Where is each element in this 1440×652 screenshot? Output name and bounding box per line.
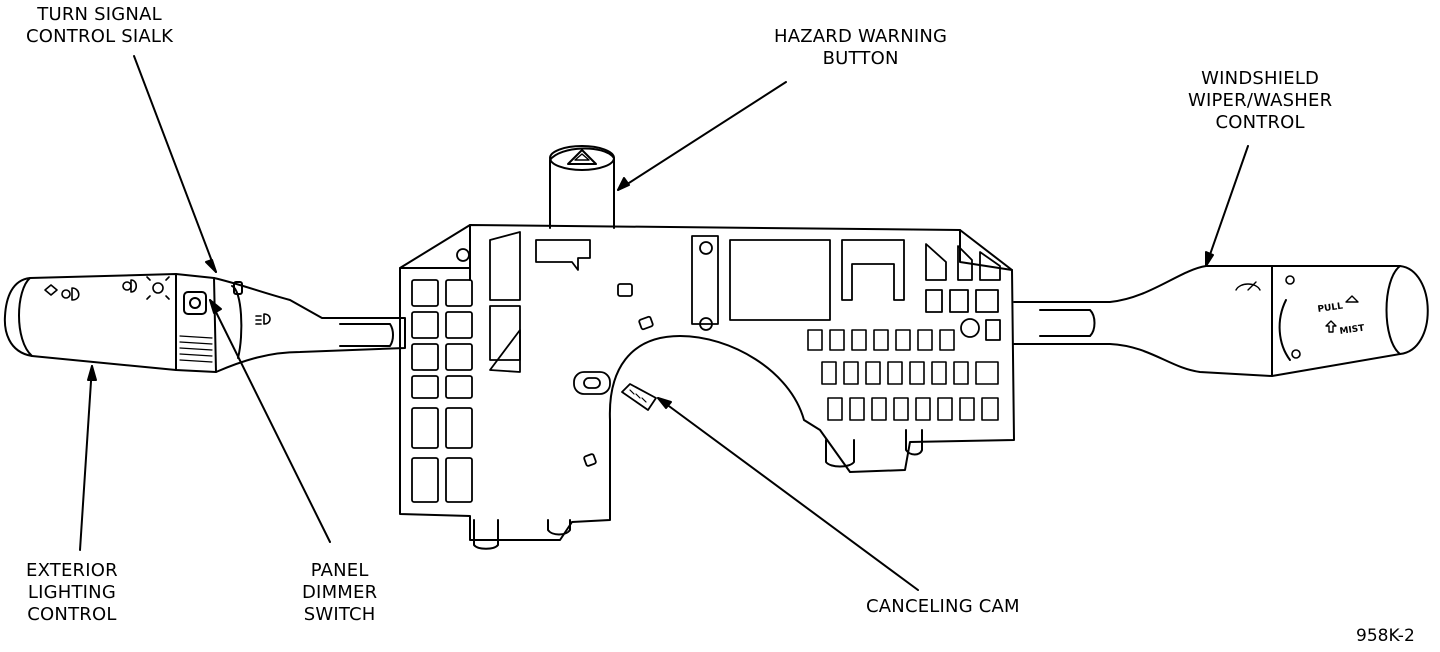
turn-signal-label-line-2: CONTROL SIALK	[26, 26, 174, 47]
figure-id: 958K-2	[1356, 626, 1415, 646]
turn-signal-label-line-1: TURN SIGNAL	[37, 4, 162, 25]
hazard-label-line-2: BUTTON	[822, 48, 899, 69]
parklamp-icon	[122, 276, 170, 300]
wiper-knob-end	[1385, 265, 1401, 355]
wiper-label-line-2: WIPER/WASHER	[1188, 90, 1333, 111]
wiper-label-line-3: CONTROL	[1215, 112, 1305, 133]
switch-housing	[399, 145, 1015, 550]
dimmer-thumbwheel-hub	[189, 297, 201, 309]
canceling-label-line-1: CANCELING CAM	[866, 596, 1020, 617]
wiper-stalk-arm	[1013, 265, 1273, 377]
wiper-stalk: PULL MIST	[1013, 265, 1429, 377]
turn-signal-leader	[133, 55, 217, 273]
canceling-cam	[573, 371, 657, 411]
wiper-icon	[1235, 281, 1261, 291]
canceling-cam-label: CANCELING CAM	[866, 596, 1020, 618]
panel-label-line-3: SWITCH	[303, 604, 376, 625]
panel-dimmer-leader	[209, 299, 331, 543]
exterior-lighting-control-label: EXTERIOR LIGHTING CONTROL	[26, 560, 118, 626]
wiper-washer-control-label: WINDSHIELD WIPER/WASHER CONTROL	[1188, 68, 1332, 134]
exterior-label-line-2: LIGHTING	[27, 582, 116, 603]
wiper-detent	[1285, 275, 1295, 285]
wiper-label-line-1: WINDSHIELD	[1201, 68, 1320, 89]
stalk-slot	[339, 323, 394, 347]
headlamp-icon	[44, 284, 80, 301]
washer-icon	[1345, 295, 1359, 303]
dimmer-ribs	[179, 335, 213, 363]
hazard-triangle-icon	[567, 149, 597, 165]
wiper-knob-rib	[1278, 299, 1291, 361]
hazard-warning-button-label: HAZARD WARNING BUTTON	[774, 26, 947, 70]
hazard-leader	[617, 81, 787, 191]
housing-outline	[399, 224, 1015, 541]
hazard-label-line-1: HAZARD WARNING	[774, 26, 948, 47]
exterior-leader	[79, 365, 93, 551]
turn-signal-stalk	[3, 273, 406, 373]
dimmer-thumbwheel	[183, 291, 207, 315]
exterior-label-line-3: CONTROL	[27, 604, 117, 625]
leader-lines	[79, 55, 1249, 591]
housing-ribs-lower-grid	[807, 329, 999, 421]
hazard-button	[549, 145, 615, 229]
wiper-knob	[1271, 265, 1429, 377]
mist-arrow-icon	[1325, 320, 1337, 333]
panel-label-line-1: PANEL	[310, 560, 369, 581]
connector-pins	[473, 429, 923, 550]
canceling-cam-leader	[657, 397, 919, 591]
panel-label-line-2: DIMMER	[302, 582, 378, 603]
exterior-label-line-1: EXTERIOR	[26, 560, 118, 581]
housing-ribs-right	[691, 235, 1001, 341]
foglamp-switch	[233, 281, 243, 295]
mist-marking: MIST	[1339, 323, 1366, 336]
panel-dimmer-ring	[175, 273, 217, 373]
foglamp-icon	[255, 313, 271, 325]
turn-signal-stalk-label: TURN SIGNAL CONTROL SIALK	[26, 4, 173, 48]
panel-dimmer-switch-label: PANEL DIMMER SWITCH	[302, 560, 377, 626]
wiper-detent-lower	[1291, 349, 1301, 359]
lighting-knob-end	[18, 277, 33, 357]
wiper-leader	[1205, 145, 1249, 267]
wiper-stalk-slot	[1039, 309, 1096, 337]
pull-marking: PULL	[1317, 301, 1344, 314]
housing-ribs-left	[411, 231, 654, 503]
housing-inner-edge	[399, 224, 1013, 281]
